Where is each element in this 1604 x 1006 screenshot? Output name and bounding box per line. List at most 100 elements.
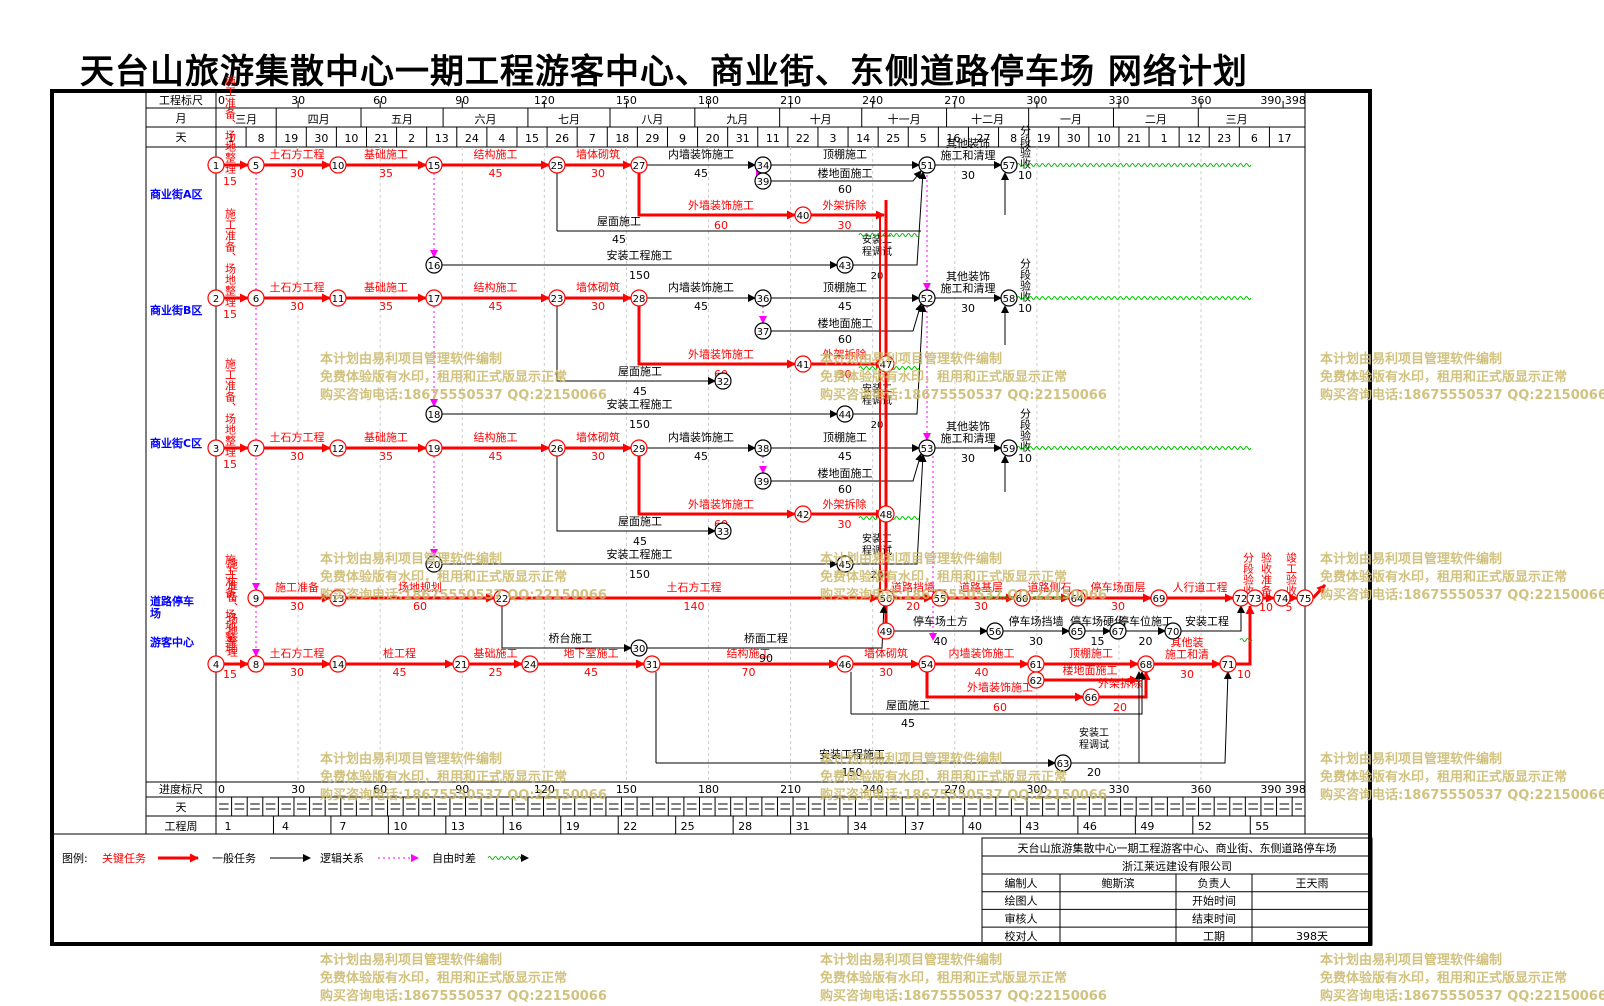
ruler-tick: 0 [218,94,225,107]
task-duration: 70 [742,666,756,679]
task-duration: 30 [1111,600,1125,613]
month-label: 八月 [641,113,663,126]
event-node [548,439,566,457]
month-label: 三月 [1226,113,1248,126]
ruler-tick: 300 [1026,94,1047,107]
task-duration: 30 [591,300,605,313]
task-name: 顶棚施工 [1069,646,1113,660]
task-duration: 35 [379,167,393,180]
task-duration: 150 [629,418,650,431]
day-label: 1 [228,132,235,145]
event-node [247,655,265,673]
week-label: 31 [796,820,810,833]
task-name: 施工和清 [1165,648,1209,661]
critical-task [637,173,796,220]
event-node [329,289,347,307]
node-number: 38 [757,444,770,455]
ruler-tick: 390 398 [1260,94,1306,107]
task-name: 分段验收 [1019,408,1032,453]
task-duration: 30 [290,600,304,613]
node-number: 28 [633,294,646,305]
event-node [247,289,265,307]
task-duration: 40 [975,666,989,679]
day-label: 30 [1067,132,1081,145]
node-number: 20 [428,560,441,571]
task-duration: 45 [694,300,708,313]
task-arrow [853,171,927,266]
node-number: 2 [213,294,219,305]
ruler-tick: 120 [534,783,555,796]
month-label: 十月 [810,112,832,126]
node-number: 16 [428,261,441,272]
task-duration: 30 [591,450,605,463]
event-node [207,156,225,174]
ruler-tick: 150 [616,94,637,107]
month-label: 九月 [726,113,748,126]
ruler-tick: 90 [455,94,469,107]
node-number: 13 [332,594,345,605]
task-name: 内墙装饰施工 [949,646,1015,660]
watermark: 本计划由易利项目管理软件编制免费体验版有水印，租用和正式版显示正常购买咨询电话:… [1320,552,1604,603]
task-arrow [647,605,888,649]
day-label: 10 [344,132,358,145]
event-node [247,156,265,174]
task-name: 其他装饰 [946,269,990,283]
task-name: 施工和清理 [941,282,996,295]
info-title: 天台山旅游集散中心一期工程游客中心、商业街、东侧道路停车场 [1018,841,1337,855]
task-name: 内墙装饰施工 [668,280,734,294]
task-duration: 30 [591,167,605,180]
week-label: 25 [681,820,695,833]
task-name: 结构施工 [474,280,518,294]
node-number: 10 [332,161,345,172]
task-name: 土石方工程 [270,147,325,161]
watermark: 本计划由易利项目管理软件编制免费体验版有水印，租用和正式版显示正常购买咨询电话:… [820,352,1107,403]
event-node [714,372,732,390]
day-label: 5 [920,132,927,145]
node-number: 44 [839,410,852,421]
week-label: 7 [339,820,346,833]
task-duration: 15 [1091,635,1105,648]
event-node [643,655,661,673]
zone-label: 游客中心 [150,635,194,649]
ruler-tick: 30 [291,94,305,107]
task-duration: 45 [901,717,915,730]
task-name: 基础施工 [364,431,408,444]
legend-critical-label: 关键任务 [102,851,146,865]
week-label: 37 [911,820,925,833]
task-name: 墙体砌筑 [576,430,620,444]
node-number: 74 [1276,594,1289,605]
task-arrow [853,304,927,415]
task-duration: 20 [1087,766,1101,779]
node-number: 72 [1235,594,1248,605]
ruler-tick: 300 [1026,783,1047,796]
zone-label: 商业街B区 [150,303,202,317]
task-duration: 30 [290,300,304,313]
node-number: 54 [921,660,934,671]
day-label: 18 [615,132,629,145]
task-name: 内墙装饰施工 [668,147,734,161]
task-duration: 5 [1286,601,1293,614]
task-name: 基础施工 [474,647,518,660]
task-arrow [853,454,927,565]
task-name: 外架拆除 [1098,676,1142,690]
event-node [1109,622,1127,640]
node-number: 11 [332,294,345,305]
event-node [329,655,347,673]
event-node [714,522,732,540]
event-node [630,289,648,307]
event-node [918,439,936,457]
node-number: 47 [880,360,893,371]
node-number: 64 [1071,594,1084,605]
node-number: 57 [1003,161,1016,172]
node-number: 48 [880,510,893,521]
node-number: 59 [1003,444,1016,455]
task-duration: 15 [223,308,237,321]
task-name: 道路侧石 [1028,580,1072,594]
ruler-tick: 360 [1191,783,1212,796]
day-label: 10 [1097,132,1111,145]
event-node [1137,655,1155,673]
week-label: 22 [623,820,637,833]
watermark: 本计划由易利项目管理软件编制免费体验版有水印，租用和正式版显示正常购买咨询电话:… [320,752,607,803]
task-name: 外墙装饰施工 [967,680,1033,694]
